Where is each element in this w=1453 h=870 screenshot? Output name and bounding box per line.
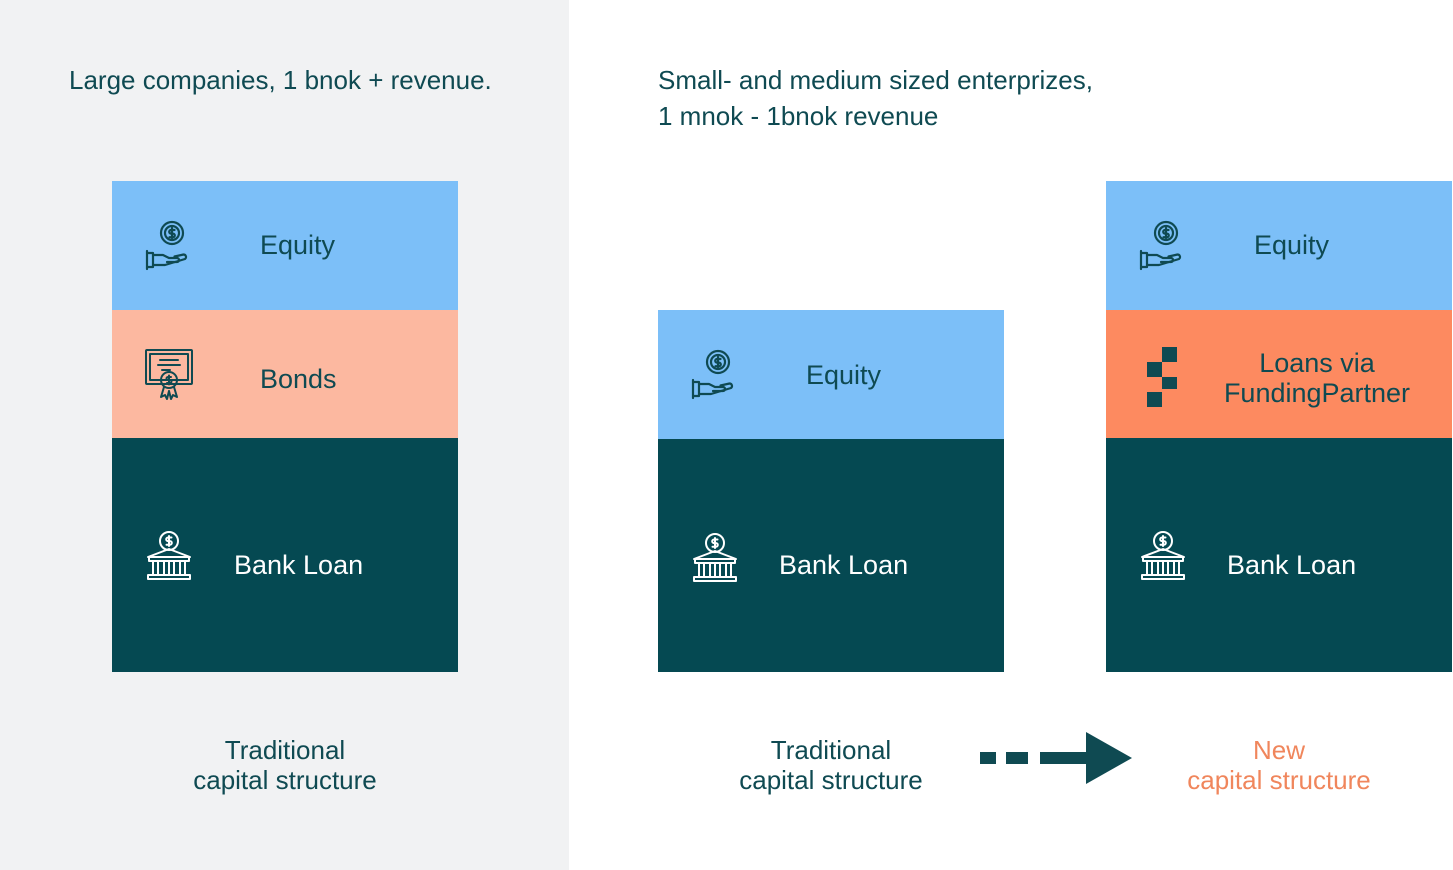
fundingpartner-label: Loans via FundingPartner	[1202, 348, 1432, 408]
bank-loan-block: Bank Loan	[112, 438, 458, 672]
left-heading: Large companies, 1 bnok + revenue.	[69, 65, 492, 95]
bonds-label: Bonds	[260, 364, 337, 394]
equity-label: Equity	[260, 230, 336, 260]
fundingpartner-logo-icon	[1142, 344, 1182, 408]
right-heading: Small- and medium sized enterprizes, 1 m…	[658, 62, 1093, 134]
certificate-icon	[144, 346, 198, 400]
sme-new-caption: New capital structure	[1106, 735, 1452, 795]
bonds-block: Bonds	[112, 310, 458, 438]
bank-loan-label: Bank Loan	[779, 550, 909, 580]
caption-line2: capital structure	[193, 765, 377, 795]
equity-block: Equity	[112, 181, 458, 310]
hand-coin-icon	[690, 348, 744, 402]
right-heading-line2: 1 mnok - 1bnok revenue	[658, 101, 939, 131]
bank-loan-label: Bank Loan	[1227, 550, 1357, 580]
bank-icon	[144, 530, 198, 584]
equity-label: Equity	[1254, 230, 1330, 260]
caption-line2: capital structure	[739, 765, 923, 795]
fundingpartner-block: Loans via FundingPartner	[1106, 310, 1452, 438]
fundingpartner-label-line2: FundingPartner	[1223, 378, 1411, 408]
right-heading-line1: Small- and medium sized enterprizes,	[658, 65, 1093, 95]
sme-traditional-stack: Equity Bank Loan	[658, 310, 1004, 672]
hand-coin-icon	[144, 219, 198, 273]
sme-traditional-caption: Traditional capital structure	[658, 735, 1004, 795]
bank-icon	[1138, 530, 1192, 584]
caption-line1: New	[1252, 735, 1305, 765]
bank-loan-block: Bank Loan	[658, 439, 1004, 672]
bank-loan-label: Bank Loan	[234, 550, 364, 580]
equity-block: Equity	[1106, 181, 1452, 310]
caption-line1: Traditional	[224, 735, 346, 765]
dashed-arrow-icon	[980, 732, 1132, 784]
left-caption: Traditional capital structure	[112, 735, 458, 795]
bank-icon	[690, 532, 744, 586]
caption-line1: Traditional	[770, 735, 892, 765]
fundingpartner-label-line1: Loans via	[1259, 348, 1375, 378]
bank-loan-block: Bank Loan	[1106, 438, 1452, 672]
hand-coin-icon	[1138, 219, 1192, 273]
equity-label: Equity	[806, 360, 882, 390]
caption-line2: capital structure	[1187, 765, 1371, 795]
sme-new-stack: Equity Loans via FundingPartner	[1106, 181, 1452, 672]
left-capital-stack: Equity Bonds Bank Loan	[112, 181, 458, 672]
equity-block: Equity	[658, 310, 1004, 439]
